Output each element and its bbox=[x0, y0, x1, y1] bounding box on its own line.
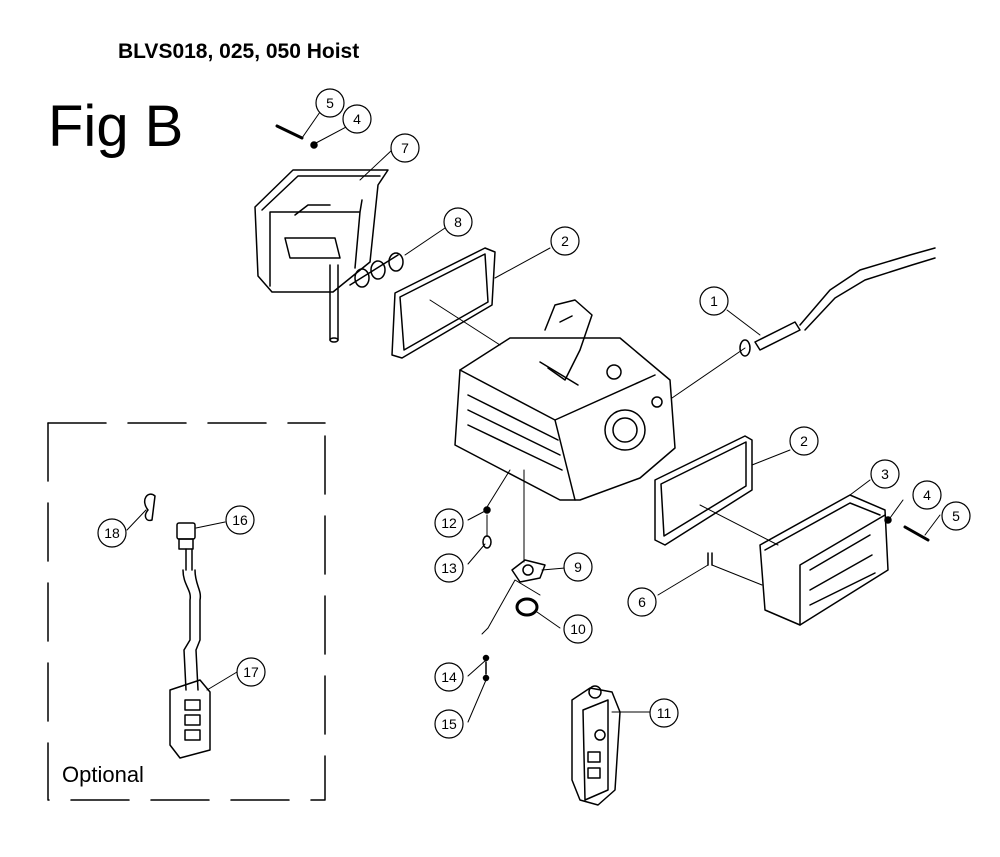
hoist-body bbox=[454, 299, 676, 501]
leader-lines bbox=[126, 111, 941, 723]
gasket-inner-lower bbox=[660, 441, 747, 537]
plug-part-16 bbox=[176, 522, 196, 571]
callout-8 bbox=[443, 207, 473, 237]
callout-2-upper bbox=[550, 226, 580, 256]
washer-part-4-right bbox=[884, 516, 892, 524]
callout-label: 12 bbox=[441, 515, 457, 531]
callout-1 bbox=[699, 286, 729, 316]
callout-13 bbox=[434, 553, 464, 583]
callout-4-right bbox=[912, 480, 942, 510]
diagram-title: BLVS018, 025, 050 Hoist bbox=[118, 40, 360, 63]
callout-label: 5 bbox=[952, 508, 960, 524]
part-13 bbox=[482, 535, 492, 549]
callout-label: 10 bbox=[570, 621, 586, 637]
callout-labels: 5 4 7 8 2 1 2 3 4 5 6 12 13 9 10 14 15 1… bbox=[104, 95, 960, 732]
callout-label: 1 bbox=[710, 293, 718, 309]
pendant-part-11 bbox=[571, 685, 621, 806]
callout-label: 2 bbox=[561, 233, 569, 249]
gasket-part-2-lower bbox=[654, 435, 753, 546]
callout-3 bbox=[870, 459, 900, 489]
callouts bbox=[97, 88, 971, 739]
callout-12 bbox=[434, 508, 464, 538]
callout-18 bbox=[97, 518, 127, 548]
callout-label: 15 bbox=[441, 716, 457, 732]
pin-part-6 bbox=[707, 552, 713, 566]
callout-5-right bbox=[941, 501, 971, 531]
optional-box-border bbox=[47, 422, 326, 801]
callout-label: 18 bbox=[104, 525, 120, 541]
washer-part-4-top bbox=[310, 141, 318, 149]
callout-11 bbox=[649, 698, 679, 728]
callout-5-top bbox=[315, 88, 345, 118]
gasket-part-2-upper bbox=[391, 247, 496, 359]
callout-label: 3 bbox=[881, 466, 889, 482]
callout-14 bbox=[434, 662, 464, 692]
screw-part-5-right bbox=[903, 525, 930, 542]
callout-label: 8 bbox=[454, 214, 462, 230]
callout-2-lower bbox=[789, 426, 819, 456]
pendant-part-17 bbox=[169, 569, 211, 759]
callout-label: 14 bbox=[441, 669, 457, 685]
callout-16 bbox=[225, 505, 255, 535]
callout-label: 16 bbox=[232, 512, 248, 528]
callout-17 bbox=[236, 657, 266, 687]
clip-part-18 bbox=[143, 493, 156, 522]
callout-label: 7 bbox=[401, 140, 409, 156]
callout-label: 2 bbox=[800, 433, 808, 449]
callout-label: 17 bbox=[243, 664, 259, 680]
callout-6 bbox=[627, 587, 657, 617]
callout-label: 6 bbox=[638, 594, 646, 610]
ring-part-10 bbox=[515, 597, 539, 617]
callout-7 bbox=[390, 133, 420, 163]
callout-label: 5 bbox=[326, 95, 334, 111]
callout-15 bbox=[434, 709, 464, 739]
end-cover-part-3 bbox=[759, 494, 889, 626]
control-box-part-7 bbox=[254, 169, 389, 343]
callout-4-top bbox=[342, 104, 372, 134]
socket-part-9 bbox=[511, 559, 546, 583]
gasket-inner-upper bbox=[399, 253, 489, 351]
callout-label: 4 bbox=[923, 487, 931, 503]
screw-part-5-top bbox=[275, 124, 304, 140]
callout-label: 4 bbox=[353, 111, 361, 127]
callout-10 bbox=[563, 614, 593, 644]
cable-glands-part-8 bbox=[349, 252, 404, 288]
callout-label: 11 bbox=[657, 705, 672, 721]
callout-label: 9 bbox=[574, 559, 582, 575]
figure-label: Fig B bbox=[48, 94, 184, 159]
optional-label: Optional bbox=[62, 762, 144, 787]
callout-label: 13 bbox=[441, 560, 457, 576]
connector-part-1 bbox=[739, 247, 936, 357]
callout-9 bbox=[563, 552, 593, 582]
